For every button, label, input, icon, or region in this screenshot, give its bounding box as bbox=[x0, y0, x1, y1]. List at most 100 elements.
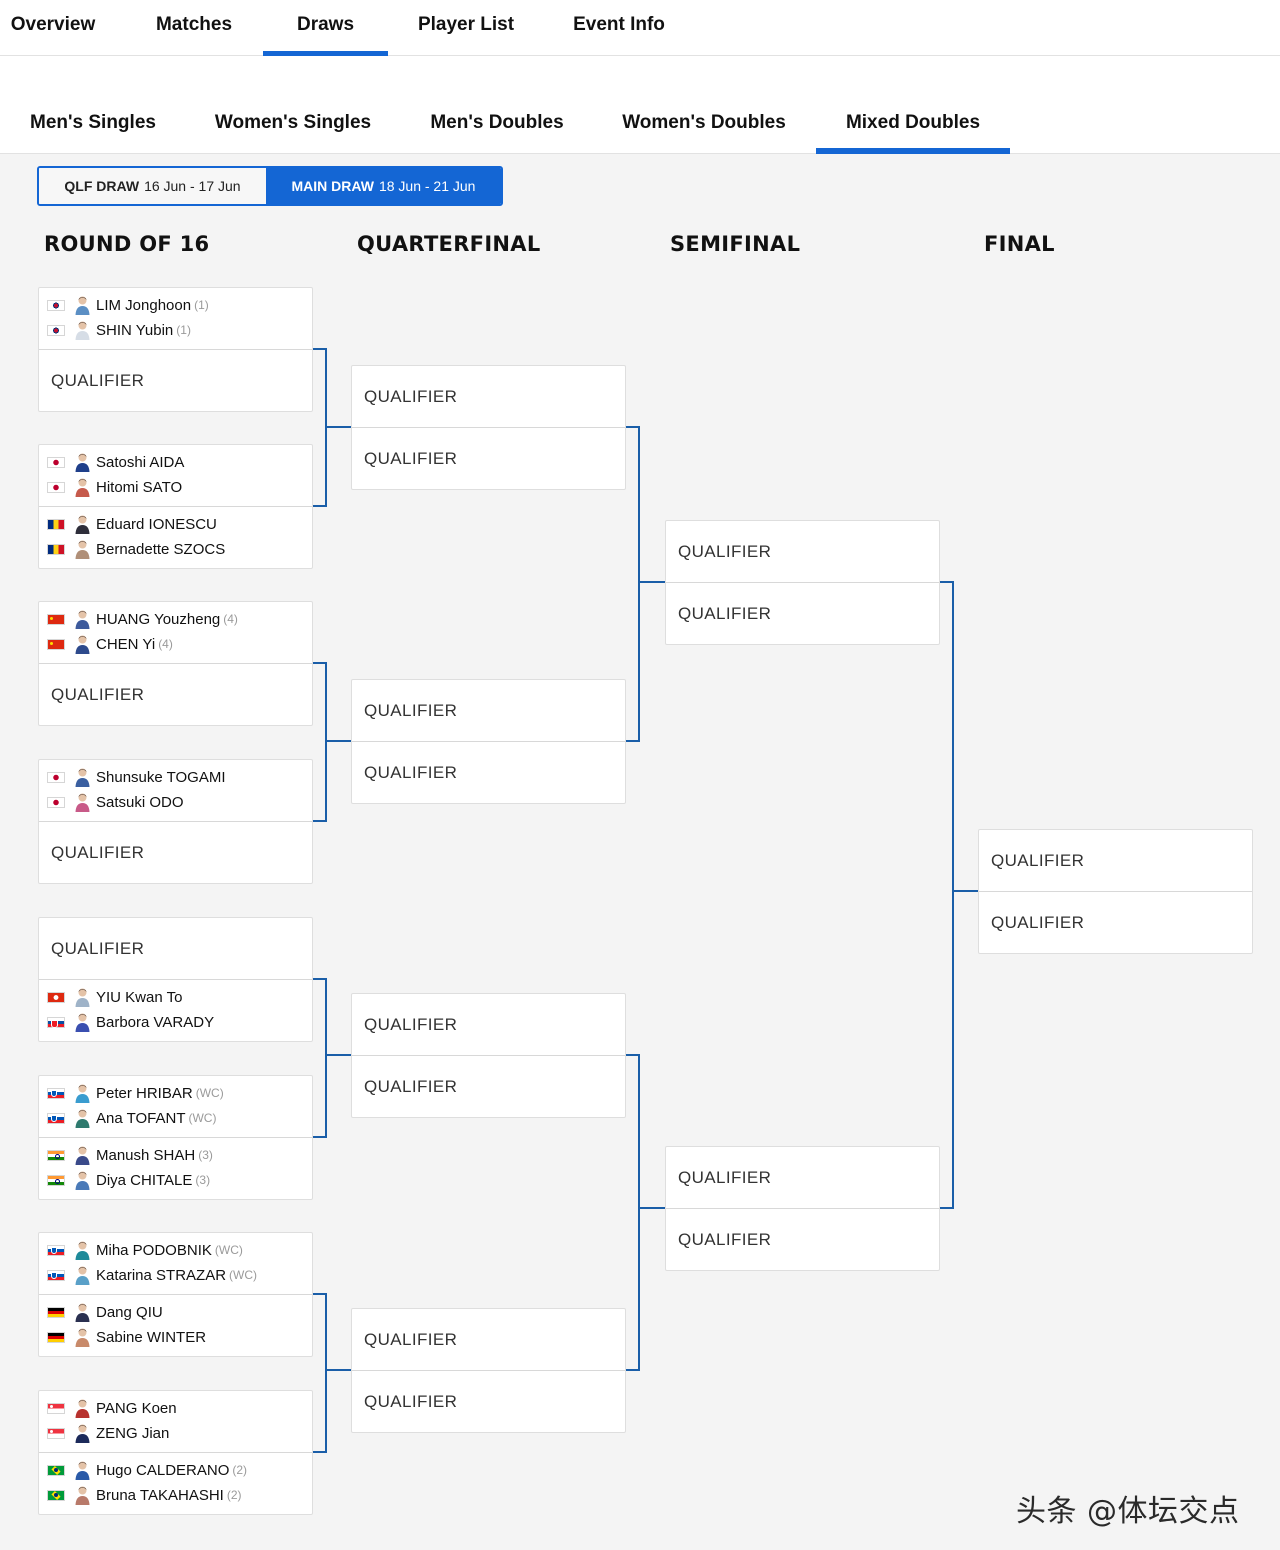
player-row[interactable]: ZENG Jian bbox=[39, 1422, 312, 1444]
player-name: Satsuki ODO bbox=[96, 793, 184, 811]
bracket-connector bbox=[325, 1054, 351, 1056]
flag-ind-icon bbox=[47, 1149, 65, 1161]
team-slot: Eduard IONESCU Bernadette SZOCS bbox=[39, 507, 312, 569]
team-slot: Peter HRIBAR(WC) Ana TOFANT(WC) bbox=[39, 1076, 312, 1138]
player-row[interactable]: Eduard IONESCU bbox=[39, 513, 312, 535]
tab-mens-singles[interactable]: Men's Singles bbox=[30, 112, 156, 133]
qualifier-slot: QUALIFIER bbox=[51, 843, 145, 862]
match-divider bbox=[666, 582, 939, 583]
bracket-connector bbox=[313, 1136, 326, 1138]
player-row[interactable]: SHIN Yubin(1) bbox=[39, 319, 312, 341]
match-divider bbox=[39, 1452, 312, 1453]
qualifier-slot: QUALIFIER bbox=[51, 939, 145, 958]
qlf-draw-dates: 16 Jun - 17 Jun bbox=[144, 178, 241, 194]
round-of-16-match[interactable]: Peter HRIBAR(WC) Ana TOFANT(WC) Manush SHA… bbox=[38, 1075, 313, 1200]
player-row[interactable]: Bruna TAKAHASHI(2) bbox=[39, 1484, 312, 1506]
quarterfinal-title: QUARTERFINAL bbox=[357, 232, 541, 256]
round-of-16-match[interactable]: Shunsuke TOGAMI Satsuki ODO QUALIFIER bbox=[38, 759, 313, 884]
player-row[interactable]: PANG Koen bbox=[39, 1397, 312, 1419]
team-slot: Shunsuke TOGAMI Satsuki ODO bbox=[39, 760, 312, 822]
semifinal-title: SEMIFINAL bbox=[670, 232, 801, 256]
player-row[interactable]: Miha PODOBNIK(WC) bbox=[39, 1239, 312, 1261]
round-of-16-match[interactable]: HUANG Youzheng(4)CHEN Yi(4)QUALIFIER bbox=[38, 601, 313, 726]
player-name: Barbora VARADY bbox=[96, 1013, 215, 1031]
bracket-connector bbox=[313, 1293, 326, 1295]
tab-womens-doubles[interactable]: Women's Doubles bbox=[622, 112, 786, 133]
bracket-connector bbox=[325, 978, 327, 1138]
bracket-connector bbox=[325, 426, 351, 428]
match-divider bbox=[352, 741, 625, 742]
player-name: Eduard IONESCU bbox=[96, 515, 217, 533]
player-row[interactable]: Diya CHITALE(3) bbox=[39, 1169, 312, 1191]
player-row[interactable]: HUANG Youzheng(4) bbox=[39, 608, 312, 630]
team-slot: Hugo CALDERANO(2) Bruna TAKAHASHI(2) bbox=[39, 1453, 312, 1515]
match-divider bbox=[39, 663, 312, 664]
player-row[interactable]: YIU Kwan To bbox=[39, 986, 312, 1008]
bracket-connector bbox=[638, 581, 665, 583]
qlf-draw-button[interactable]: QLF DRAW 16 Jun - 17 Jun bbox=[39, 168, 266, 204]
player-row[interactable]: Satsuki ODO bbox=[39, 791, 312, 813]
player-row[interactable]: Sabine WINTER bbox=[39, 1326, 312, 1348]
tab-draws[interactable]: Draws bbox=[263, 0, 388, 56]
tab-mixed-doubles[interactable]: Mixed Doubles bbox=[816, 56, 1010, 154]
player-avatar-icon bbox=[75, 988, 90, 1007]
draw-toggle: QLF DRAW 16 Jun - 17 Jun MAIN DRAW 18 Ju… bbox=[37, 166, 503, 206]
team-slot: Dang QIU Sabine WINTER bbox=[39, 1295, 312, 1357]
flag-jpn-icon bbox=[47, 481, 65, 493]
player-avatar-icon bbox=[75, 478, 90, 497]
player-row[interactable]: Bernadette SZOCS bbox=[39, 538, 312, 560]
tab-matches[interactable]: Matches bbox=[155, 14, 233, 35]
bracket-connector bbox=[325, 662, 327, 822]
player-name: ZENG Jian bbox=[96, 1424, 170, 1442]
tab-overview[interactable]: Overview bbox=[10, 14, 96, 35]
tab-player-list[interactable]: Player List bbox=[417, 14, 515, 35]
player-row[interactable]: Manush SHAH(3) bbox=[39, 1144, 312, 1166]
player-avatar-icon bbox=[75, 1303, 90, 1322]
player-row[interactable]: CHEN Yi(4) bbox=[39, 633, 312, 655]
player-avatar-icon bbox=[75, 1486, 90, 1505]
player-name: Shunsuke TOGAMI bbox=[96, 768, 226, 786]
player-row[interactable]: Satoshi AIDA bbox=[39, 451, 312, 473]
player-row[interactable]: Peter HRIBAR(WC) bbox=[39, 1082, 312, 1104]
round-of-16-match[interactable]: LIM Jonghoon(1)SHIN Yubin(1)QUALIFIER bbox=[38, 287, 313, 412]
player-row[interactable]: LIM Jonghoon(1) bbox=[39, 294, 312, 316]
tab-mens-doubles[interactable]: Men's Doubles bbox=[430, 112, 564, 133]
flag-hkg-icon bbox=[47, 991, 65, 1003]
round-of-16-match[interactable]: Miha PODOBNIK(WC) Katarina STRAZAR(WC) Dan… bbox=[38, 1232, 313, 1357]
tab-event-info[interactable]: Event Info bbox=[573, 14, 665, 35]
player-row[interactable]: Shunsuke TOGAMI bbox=[39, 766, 312, 788]
final-title: FINAL bbox=[984, 232, 1055, 256]
round-of-16-match[interactable]: QUALIFIER YIU Kwan To Barbora VARADY bbox=[38, 917, 313, 1042]
flag-jpn-icon bbox=[47, 771, 65, 783]
flag-chn-icon bbox=[47, 613, 65, 625]
player-row[interactable]: Ana TOFANT(WC) bbox=[39, 1107, 312, 1129]
player-seed: (3) bbox=[198, 1148, 213, 1162]
team-slot: Satoshi AIDA Hitomi SATO bbox=[39, 445, 312, 507]
player-seed: (1) bbox=[176, 323, 191, 337]
player-name: Miha PODOBNIK bbox=[96, 1241, 212, 1259]
tab-womens-singles[interactable]: Women's Singles bbox=[214, 112, 372, 133]
flag-ind-icon bbox=[47, 1174, 65, 1186]
player-row[interactable]: Hugo CALDERANO(2) bbox=[39, 1459, 312, 1481]
flag-sgp-icon bbox=[47, 1402, 65, 1414]
match-divider bbox=[39, 506, 312, 507]
match-divider bbox=[666, 1208, 939, 1209]
bracket-connector bbox=[940, 581, 953, 583]
flag-sgp-icon bbox=[47, 1427, 65, 1439]
main-draw-button[interactable]: MAIN DRAW 18 Jun - 21 Jun bbox=[266, 168, 501, 204]
player-row[interactable]: Dang QIU bbox=[39, 1301, 312, 1323]
player-row[interactable]: Hitomi SATO bbox=[39, 476, 312, 498]
round-of-16-title: ROUND OF 16 bbox=[44, 232, 210, 256]
player-row[interactable]: Barbora VARADY bbox=[39, 1011, 312, 1033]
round-of-16-match[interactable]: Satoshi AIDA Hitomi SATO Eduard IONESCU Ber… bbox=[38, 444, 313, 569]
player-row[interactable]: Katarina STRAZAR(WC) bbox=[39, 1264, 312, 1286]
match-divider bbox=[39, 979, 312, 980]
